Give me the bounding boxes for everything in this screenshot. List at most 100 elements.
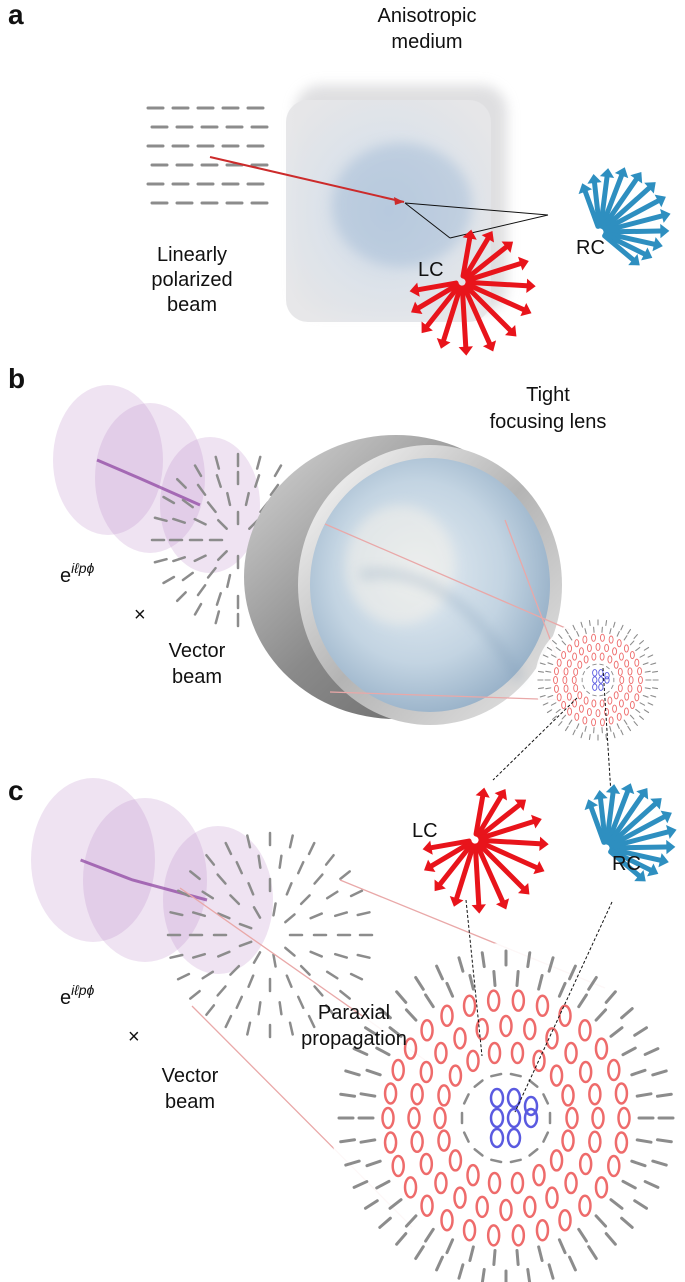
map-dash xyxy=(587,976,598,991)
vector-dash xyxy=(247,882,255,896)
map-ellipse-red xyxy=(410,1082,424,1106)
map-ellipse-red xyxy=(583,696,589,705)
vector-dash xyxy=(288,834,294,849)
map-dash xyxy=(635,1092,653,1098)
helical-wavefront xyxy=(31,778,273,974)
vector-dash xyxy=(339,989,351,1000)
map-ellipse-red xyxy=(607,1154,621,1178)
focus-guide-top xyxy=(324,523,571,631)
map-dash xyxy=(388,1198,403,1210)
lc-arrow-fan xyxy=(409,229,536,356)
map-dash xyxy=(629,714,635,720)
map-dash xyxy=(586,690,590,694)
map-ellipse-red xyxy=(583,655,589,664)
map-ellipse-red xyxy=(608,716,614,725)
polarization-arrowhead xyxy=(517,882,530,895)
map-dash xyxy=(651,687,659,690)
polarization-arrowhead xyxy=(482,340,497,352)
vector-dash xyxy=(252,906,262,919)
polarization-arrowhead xyxy=(411,301,423,314)
map-dash xyxy=(630,1068,647,1077)
map-dash xyxy=(568,635,573,641)
map-dash xyxy=(576,630,580,637)
beam-label-line3: beam xyxy=(167,294,217,316)
map-dash xyxy=(568,1255,577,1272)
map-dash xyxy=(655,1092,673,1098)
map-ellipse-red xyxy=(588,1130,602,1154)
map-dash xyxy=(588,733,591,741)
map-dash xyxy=(435,1255,444,1272)
map-dash xyxy=(629,640,635,646)
map-ellipse-red xyxy=(466,1163,480,1187)
polarization-arrow-shaft xyxy=(459,285,469,350)
map-ellipse-red xyxy=(383,1082,398,1105)
map-ellipse-red xyxy=(532,1163,546,1187)
map-ellipse-red xyxy=(558,1208,572,1232)
helix-axis xyxy=(96,458,201,507)
map-ellipse-red xyxy=(403,1176,418,1199)
vector-dash xyxy=(238,922,253,930)
polarization-arrow-shaft xyxy=(460,235,473,279)
map-dash xyxy=(576,723,580,730)
vector-dash xyxy=(189,989,201,1000)
polarization-arrow-shaft xyxy=(603,230,657,247)
map-ellipse-red xyxy=(475,1017,489,1041)
map-ellipse-blue xyxy=(592,669,598,677)
map-dash xyxy=(547,956,555,973)
map-dash xyxy=(375,1046,391,1057)
polarization-arrow-shaft xyxy=(424,284,461,329)
map-ellipse-red xyxy=(618,699,624,708)
map-dash xyxy=(623,719,628,725)
polarization-arrowhead xyxy=(660,223,670,239)
map-ellipse-red xyxy=(567,707,573,716)
polarization-arrow-shaft xyxy=(441,285,463,343)
dashed-connector-rc xyxy=(602,667,613,811)
map-dash xyxy=(339,1138,357,1144)
map-dash xyxy=(537,670,545,673)
vector-dash xyxy=(284,946,296,957)
wavefront-disc xyxy=(163,826,273,974)
vector-label-line1-b: Vector xyxy=(169,640,226,662)
vector-dash xyxy=(175,477,187,489)
vector-dash xyxy=(235,860,244,875)
vector-dash xyxy=(224,1014,233,1029)
vector-label-line2-b: beam xyxy=(172,666,222,688)
paraxial-polarization-map xyxy=(331,943,681,1282)
map-dash xyxy=(352,1047,369,1056)
polarization-arrow-shaft xyxy=(476,841,526,891)
map-dash xyxy=(515,1249,520,1266)
map-dash xyxy=(547,662,554,665)
map-dash xyxy=(606,690,610,694)
map-dash xyxy=(445,1238,455,1255)
map-ellipse-red xyxy=(600,718,605,727)
map-dash xyxy=(620,1007,634,1020)
vector-label-line1-c: Vector xyxy=(162,1065,219,1087)
polarization-arrow-shaft xyxy=(603,213,665,233)
vector-dash xyxy=(246,1021,252,1036)
map-ellipse-red xyxy=(562,675,568,685)
map-ellipse-red xyxy=(617,667,623,676)
polarization-arrow-shaft xyxy=(475,794,504,838)
polarization-arrow-shaft xyxy=(582,189,601,229)
focusing-lens xyxy=(244,435,562,725)
map-dash xyxy=(620,624,624,631)
polarization-arrow-shaft xyxy=(599,173,625,229)
map-ellipse-red xyxy=(510,1041,525,1065)
phase-factor-c: eiℓpϕ xyxy=(60,982,95,1009)
map-dash xyxy=(552,640,557,645)
map-ellipse-red xyxy=(591,699,597,708)
vector-dash xyxy=(169,911,184,917)
medium-label-line2: medium xyxy=(391,31,462,53)
lc-label-a: LC xyxy=(418,259,444,281)
vector-dash xyxy=(172,517,186,524)
map-ellipse-red xyxy=(565,1106,579,1130)
map-ellipse-red xyxy=(567,644,573,653)
map-dash xyxy=(644,687,651,690)
map-dash xyxy=(339,1092,357,1098)
map-ellipse-red xyxy=(613,691,619,700)
vector-dash xyxy=(193,517,207,526)
map-dash xyxy=(633,1026,648,1037)
map-ellipse-red xyxy=(607,696,613,705)
incident-beam-line xyxy=(209,156,405,203)
polarization-arrow-shaft xyxy=(609,829,671,849)
